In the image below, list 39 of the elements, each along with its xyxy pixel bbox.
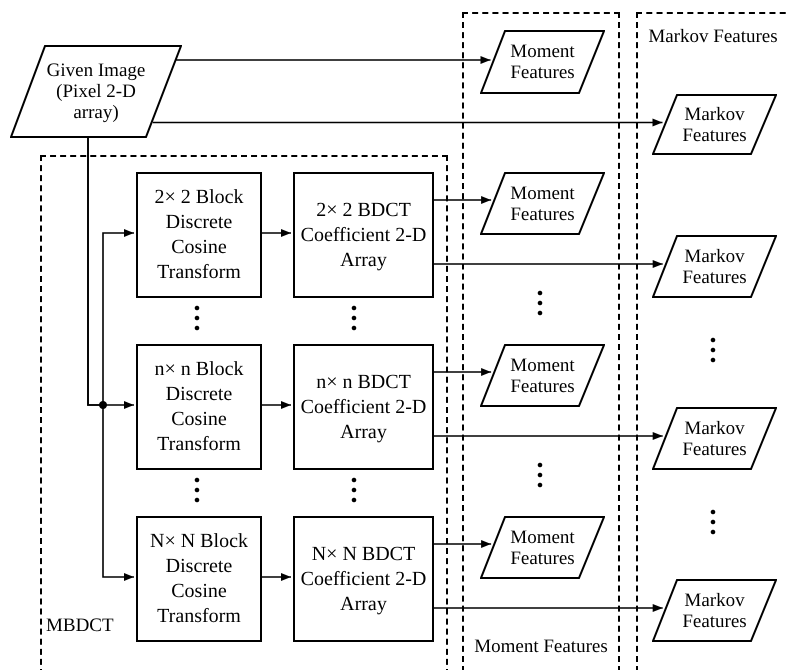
node-label: n× n BDCT Coefficient 2-D Array xyxy=(300,370,428,444)
node-label: Moment Features xyxy=(509,354,576,396)
process-box xyxy=(293,516,434,642)
process-box xyxy=(293,344,434,470)
arrow xyxy=(432,432,663,440)
process-box xyxy=(136,344,262,470)
arrow xyxy=(260,573,291,581)
arrow xyxy=(260,229,291,237)
node-label: Moment Features xyxy=(509,182,576,224)
node-label: n× n Block Discrete Cosine Transform xyxy=(153,357,245,457)
node-label: Moment Features xyxy=(509,41,576,83)
arrow xyxy=(87,138,134,581)
node-label: Markov Features xyxy=(647,26,779,48)
process-box xyxy=(136,516,262,642)
process-box xyxy=(136,172,262,298)
node-label: Moment Features xyxy=(473,636,609,658)
node-label: Given Image (Pixel 2-D array) xyxy=(46,60,146,123)
node-label: 2× 2 BDCT Coefficient 2-D Array xyxy=(300,198,428,272)
node-label: Markov Features xyxy=(681,418,748,460)
node-label: N× N BDCT Coefficient 2-D Array xyxy=(300,542,428,616)
node-label: Markov Features xyxy=(681,590,748,632)
dashed-group xyxy=(636,12,786,670)
node-label: MBDCT xyxy=(46,615,114,637)
dashed-group xyxy=(462,12,620,670)
node-label: Markov Features xyxy=(681,246,748,288)
arrow xyxy=(176,56,490,64)
process-box xyxy=(293,172,434,298)
dashed-group xyxy=(40,155,448,670)
node-label: Markov Features xyxy=(681,104,748,146)
node-label: Moment Features xyxy=(509,526,576,568)
arrow xyxy=(260,401,291,409)
arrow xyxy=(432,604,663,612)
arrow xyxy=(432,196,492,204)
arrow xyxy=(432,260,663,268)
arrow xyxy=(152,118,662,126)
node-label: 2× 2 Block Discrete Cosine Transform xyxy=(153,185,245,285)
node-label: N× N Block Discrete Cosine Transform xyxy=(149,529,249,629)
arrow xyxy=(432,368,492,376)
arrow xyxy=(432,540,492,548)
